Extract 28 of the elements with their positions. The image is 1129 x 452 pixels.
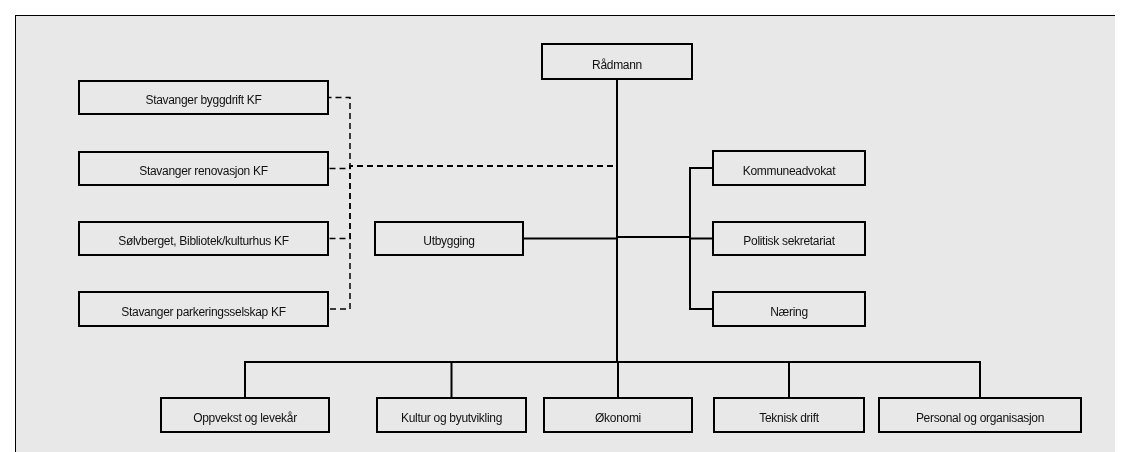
unit-name: Politisk sekretariat [743,234,835,248]
org-unit-box [878,397,1082,433]
unit-name: Næring [770,305,808,319]
org-unit-box [376,397,527,433]
unit-name: Kommuneadvokat [742,164,836,178]
org-unit-box [712,150,866,186]
unit-name: Kultur og byutvikling [400,411,503,425]
unit-name: Rådmann [592,58,642,72]
unit-name: Oppvekst og levekår [193,411,297,425]
unit-name: Stavanger byggdrift KF [145,93,262,107]
org-unit-box [541,43,693,80]
org-unit-box [78,80,329,115]
unit-name: Stavanger parkeringsselskap KF [121,305,286,319]
org-unit-box [78,291,329,327]
org-unit-box [712,221,866,256]
unit-name: Personal og organisasjon [915,411,1045,425]
unit-name: Utbygging [423,234,475,248]
org-unit-box [712,291,866,327]
org-unit-box [160,397,330,433]
org-unit-box [78,151,329,186]
unit-name: Teknisk drift [759,411,819,425]
org-unit-box [713,397,865,433]
org-unit-box [374,221,524,256]
unit-name: Stavanger renovasjon KF [139,164,268,178]
unit-name: Økonomi [595,411,641,425]
org-unit-box [78,221,329,256]
unit-name: Sølvberget, Bibliotek/kulturhus KF [118,234,289,248]
org-unit-box [543,397,693,433]
